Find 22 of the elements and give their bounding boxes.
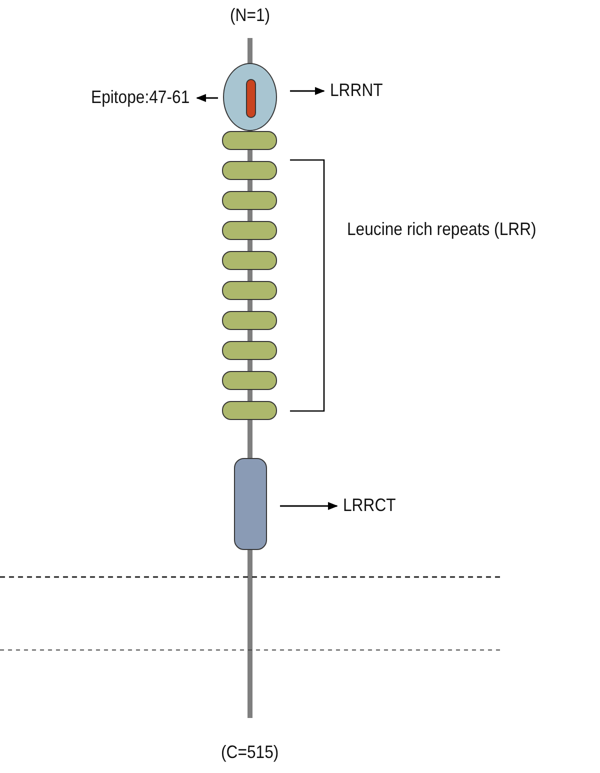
arrow <box>196 94 218 102</box>
terminus-label: (C=515) <box>221 741 279 763</box>
repeat-domain <box>222 281 277 300</box>
domain-label: LRRCT <box>343 494 396 516</box>
lrrnt-domain <box>223 63 277 131</box>
arrow <box>290 87 325 95</box>
lrrct-domain <box>234 458 267 550</box>
repeat-domain <box>222 251 277 270</box>
repeat-domain <box>222 401 277 420</box>
epitope-bar <box>246 79 256 118</box>
bracket-label: Leucine rich repeats (LRR) <box>347 218 536 240</box>
repeat-domain <box>222 311 277 330</box>
arrow <box>280 502 338 510</box>
domain-label: Epitope:47-61 <box>91 86 190 108</box>
terminus-label: (N=1) <box>230 4 270 26</box>
repeat-domain <box>222 131 277 150</box>
repeat-domain <box>222 371 277 390</box>
domain-label: LRRNT <box>330 79 383 101</box>
repeat-domain <box>222 221 277 240</box>
repeat-domain <box>222 191 277 210</box>
repeat-domain <box>222 341 277 360</box>
repeat-domain <box>222 161 277 180</box>
